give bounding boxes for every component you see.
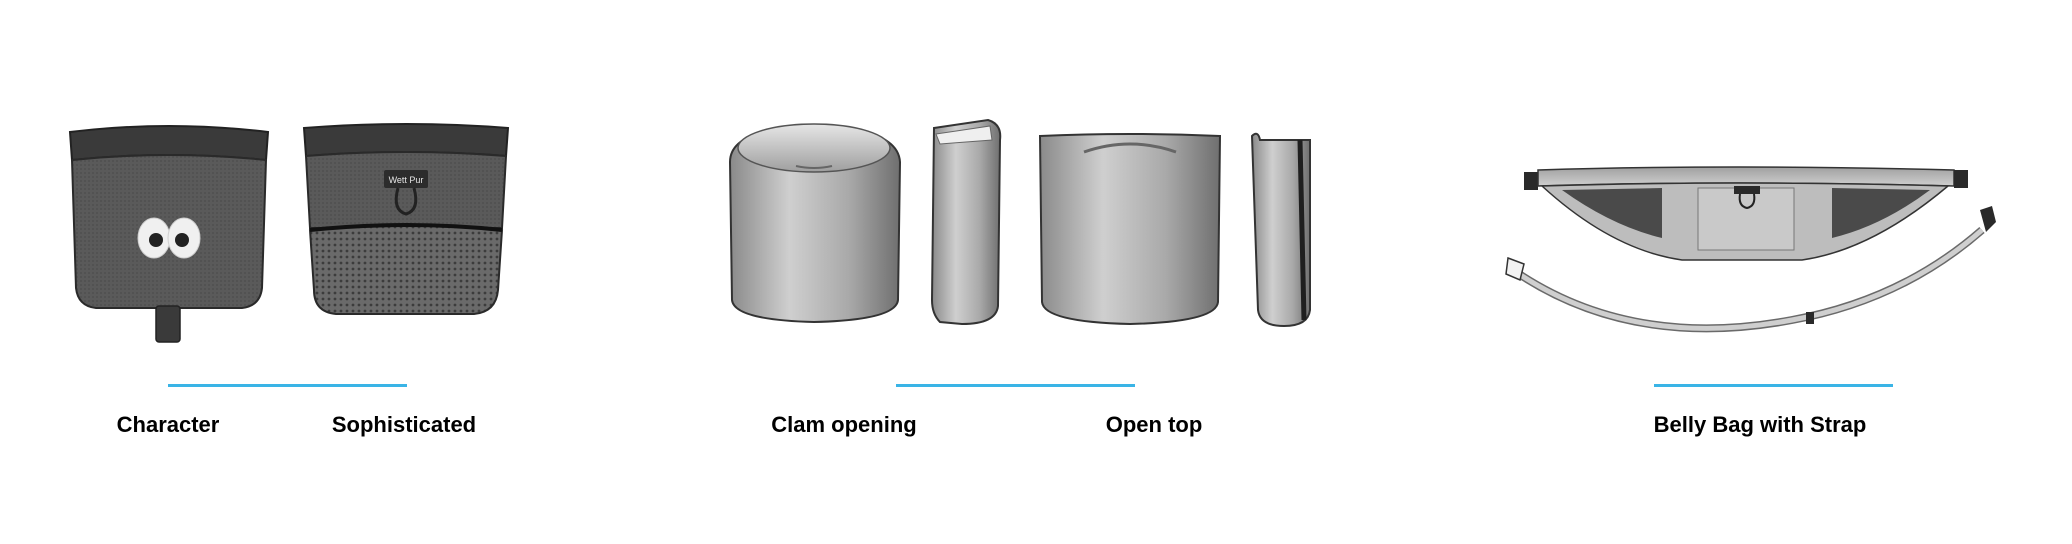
- brand-tag: Wett Pur: [389, 175, 424, 185]
- pouch-with-mesh-pocket-icon: Wett Pur: [302, 122, 512, 322]
- round-bin-with-clam-lid-icon: [726, 114, 1016, 330]
- label-sophisticated: Sophisticated: [331, 412, 477, 437]
- label-character: Character: [116, 412, 220, 437]
- open-top-bin-icon: [1038, 130, 1318, 330]
- pouch-with-eyes-icon: [64, 120, 274, 346]
- accent-line: [1654, 384, 1893, 387]
- label-belly-bag-with-strap: Belly Bag with Strap: [1653, 412, 1867, 437]
- belly-bag-with-strap-icon: [1502, 160, 2002, 340]
- label-clam-opening: Clam opening: [771, 412, 917, 437]
- accent-line: [168, 384, 407, 387]
- accent-line: [896, 384, 1135, 387]
- label-open-top: Open top: [1105, 412, 1203, 437]
